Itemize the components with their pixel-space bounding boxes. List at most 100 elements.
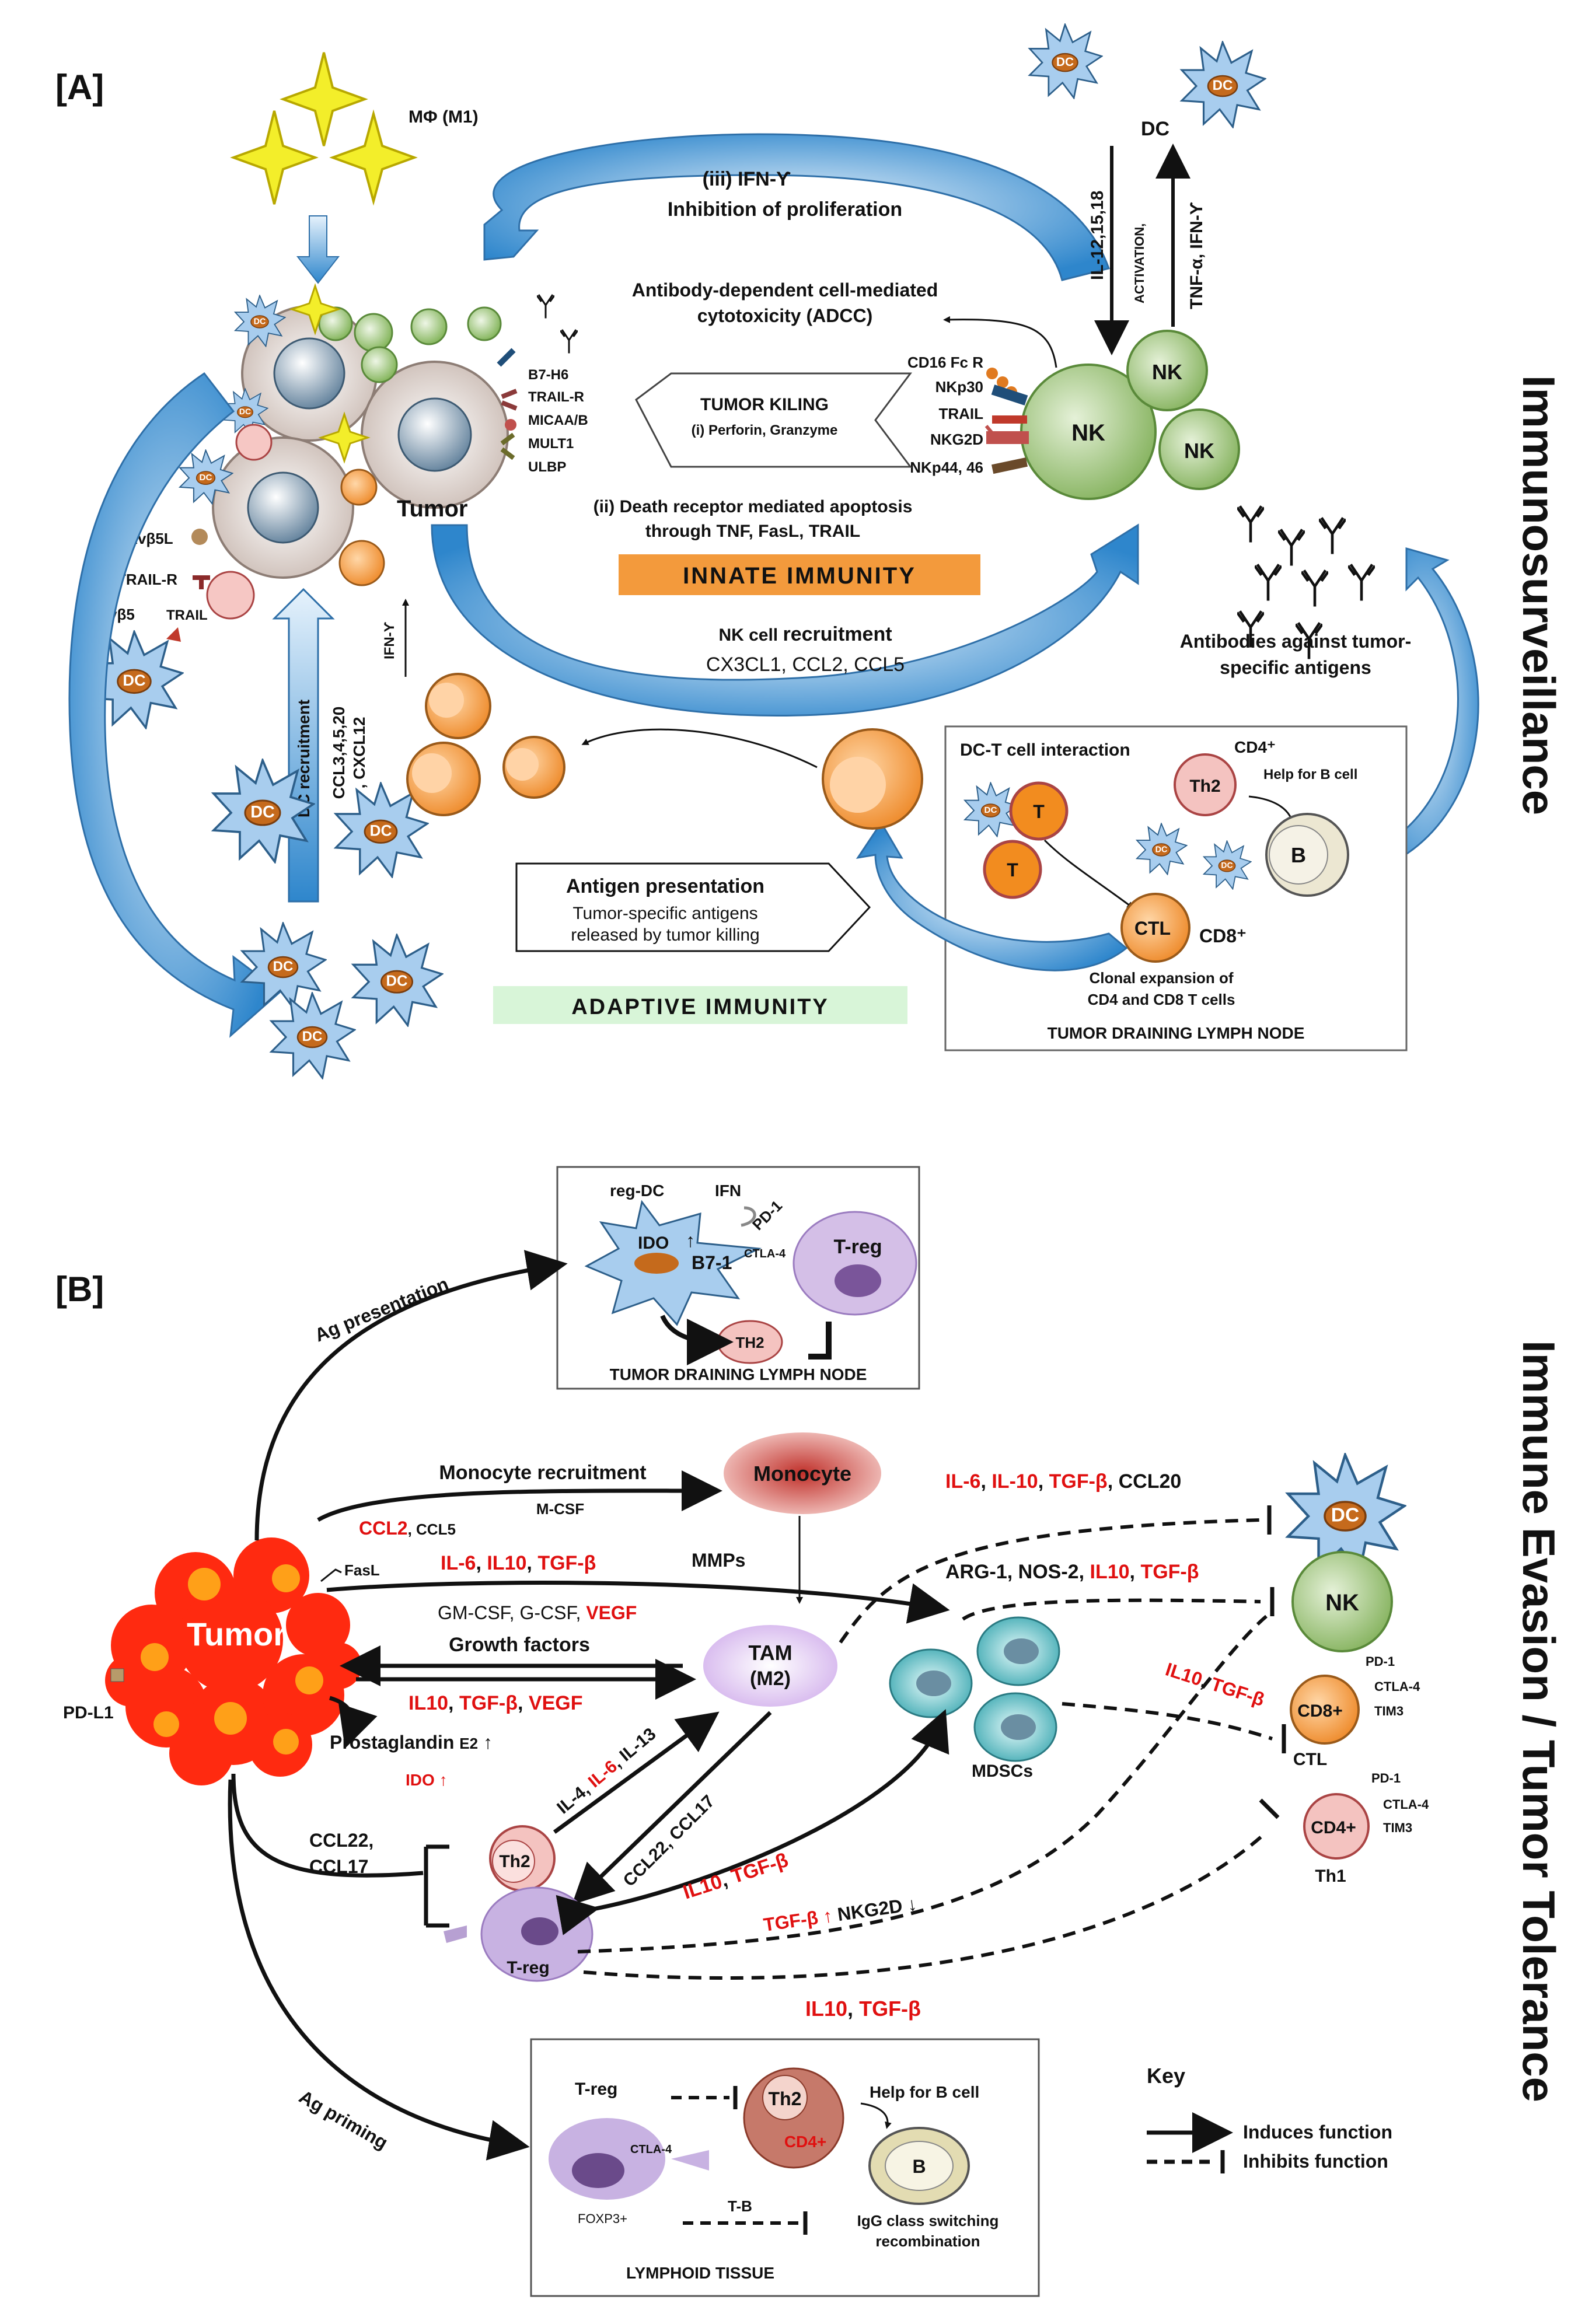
receptor-label: CD16 Fc R [907, 354, 983, 371]
tam-cell: TAM (M2) [703, 1625, 837, 1707]
dc-label: DC [273, 959, 294, 974]
svg-text:B: B [912, 2156, 926, 2177]
dct-label: DC-T cell interaction [960, 740, 1130, 760]
macrophage-icon [318, 411, 371, 464]
cd4-label-lymphoid: CD4+ [784, 2133, 826, 2151]
tim3-label-ctl: TIM3 [1374, 1704, 1404, 1718]
th2-cell-b: TH2 [717, 1320, 783, 1364]
ctla4-label: CTLA-4 [744, 1247, 786, 1260]
ido-label: IDO [638, 1233, 669, 1253]
antibody-arrow [1370, 547, 1479, 871]
ctl-inhibit-cytokines: IL10, TGF-β [1163, 1658, 1267, 1710]
cytokines-row-1: IL-6, IL10, TGF-β [441, 1552, 596, 1574]
lymphoid-tissue-label: LYMPHOID TISSUE [626, 2264, 774, 2282]
tb-label: T-B [728, 2197, 752, 2215]
ctl-inhibit-line [1062, 1702, 1273, 1741]
nk-receptors [984, 368, 1029, 474]
svg-text:NK: NK [1325, 1590, 1359, 1616]
t-cell-group [406, 673, 565, 816]
panel-b-label: [B] [55, 1270, 104, 1309]
macrophage-label: MΦ (M1) [409, 107, 479, 127]
help-b-arrow-lymphoid [860, 2102, 892, 2129]
tumor-cell-cluster [212, 305, 509, 579]
treg-cell: T-reg [792, 1211, 917, 1316]
tumor-killing-label: TUMOR KILING [700, 395, 829, 414]
svg-text:NK: NK [1071, 420, 1105, 446]
cytokines-row-2: IL10, TGF-β, VEGF [409, 1692, 583, 1714]
t-cell: T [1009, 781, 1069, 841]
activation-label: ACTIVATION, [1132, 223, 1147, 303]
ag-priming-arrow [228, 1779, 530, 2161]
ctl-label-b: CTL [1293, 1750, 1327, 1769]
tnf-label: TNF-α, IFN-Ƴ [1187, 201, 1206, 309]
t-cell-icon [235, 424, 273, 461]
ido-up-arrow: ↑ [686, 1230, 695, 1251]
mmps-label: MMPs [692, 1550, 745, 1571]
mdsc-treg-arrow [556, 1709, 949, 1935]
dc-label: DC [250, 803, 275, 822]
dc-label: DC [123, 671, 145, 689]
macrophage-arrow [296, 215, 340, 284]
cd4-label: CD4⁺ [1234, 738, 1276, 756]
dc-label: DC [369, 822, 392, 839]
ccl22-bracket-arrow [231, 1773, 424, 1878]
ccl2-label: CCL2, CCL5 [359, 1518, 456, 1539]
b-cell: B [1265, 813, 1349, 897]
svg-text:CTL: CTL [1134, 918, 1171, 939]
t-cell-icon [340, 469, 378, 506]
nk-inhibit-line [962, 1598, 1261, 1621]
ctl-cell: CTL [1120, 893, 1190, 963]
dc-label: DC [386, 973, 408, 990]
fasl-icon [320, 1568, 342, 1582]
th2-cell-b2: Th2 [489, 1825, 556, 1892]
key-induces-label: Induces function [1243, 2122, 1392, 2143]
monocyte-recruitment-arrow [317, 1470, 722, 1522]
svg-text:T: T [1033, 801, 1045, 822]
ccl17-label: CCL17 [309, 1856, 368, 1877]
pd1-label-th1: PD-1 [1371, 1771, 1401, 1785]
il4-label: IL-4, IL-6, IL-13 [553, 1724, 659, 1818]
t-cell-migration-arrow [581, 728, 818, 768]
svg-text:(M2): (M2) [750, 1668, 791, 1690]
treg-cell-b: T-reg [444, 1886, 593, 1982]
antibody-icon [537, 293, 578, 354]
immune-evasion-title: Immune Evasion / Tumor Tolerance [1513, 1340, 1565, 2102]
svg-text:T: T [1007, 859, 1018, 880]
tdln-label: TUMOR DRAINING LYMPH NODE [1048, 1024, 1305, 1042]
growth-factors-label: Growth factors [449, 1634, 590, 1656]
ligand-label: MULT1 [528, 436, 574, 452]
ifn-loop-icon [741, 1206, 756, 1227]
left-curved-arrow [68, 372, 282, 1038]
ligand-label: B7-H6 [528, 367, 568, 383]
svg-text:T-reg: T-reg [507, 1958, 549, 1977]
ccl22-label: CCL22, [309, 1830, 373, 1851]
svg-text:CD4+: CD4+ [1311, 1818, 1356, 1837]
svg-text:T-reg: T-reg [833, 1236, 882, 1258]
ccl-label: CCL3,4,5,20 [330, 707, 348, 799]
t-cell-icon [206, 571, 255, 620]
antigen-presentation-box [515, 862, 871, 952]
inhibition-label: Inhibition of proliferation [668, 198, 902, 221]
svg-text:B: B [1291, 843, 1306, 867]
tumor-blob [105, 1537, 362, 1785]
receptor-label: NKp44, 46 [910, 459, 983, 476]
nk-cells-small [318, 306, 502, 383]
t-cell [822, 728, 923, 830]
trail-r-label: TRAIL-R [117, 571, 177, 588]
dc-to-th2-arrow [660, 1315, 734, 1365]
receptor-label: TRAIL [938, 405, 983, 422]
dc-label: DC [302, 1029, 323, 1044]
mdsc-label: MDSCs [972, 1762, 1033, 1781]
tumor-ligands [497, 348, 518, 460]
pdl1-icon [110, 1668, 124, 1682]
immunosurveillance-title: Immunosurveillance [1513, 375, 1565, 815]
cxcl-label: , CXCL12 [350, 717, 368, 789]
mcsf-label: M-CSF [536, 1500, 584, 1518]
th2-inhibit-icon [808, 1322, 832, 1360]
dc-label: DC [984, 805, 997, 815]
death-receptor-label: through TNF, FasL, TRAIL [645, 522, 860, 541]
clonal-label: Clonal expansion of [1089, 969, 1233, 987]
adaptive-immunity-bar [493, 986, 907, 1024]
b71-label: B7-1 [692, 1252, 732, 1273]
th1-cell: CD4+ [1303, 1793, 1370, 1860]
